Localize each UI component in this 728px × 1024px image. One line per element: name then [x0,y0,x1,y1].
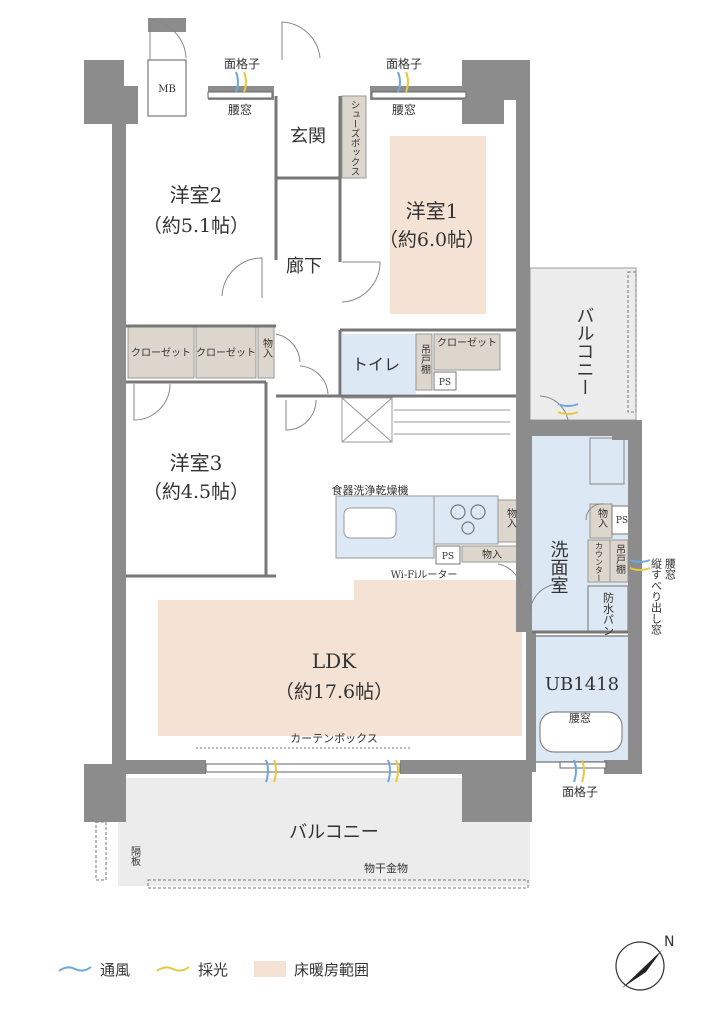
room-bath: UB1418 [545,674,619,695]
room-toilet: トイレ [352,355,400,374]
washbasin [589,437,625,485]
stove-burner [470,504,486,520]
room-balcony-main: バルコニー [289,822,379,843]
clothes-dryer-label: 物干金物 [364,861,408,875]
room-ldk-size: （約17.6帖） [275,681,393,703]
ventilation-swatch-icon [58,966,92,972]
mb-box [147,59,187,117]
waterproof-pan-label: 防水パン [602,591,615,636]
room-entrance: 玄関 [290,126,326,147]
hanging-shelf-toilet-label: 吊戸棚 [419,344,431,375]
legend-ventilation-label: 通風 [100,960,131,979]
grille-left-label: 面格子 [224,56,260,71]
counter-label: カウンター [595,542,604,582]
wifi-router-label: Wi-Fiルーター [391,569,458,581]
legend-ventilation: 通風 [58,959,130,980]
ps-kitchen-box [435,545,461,565]
legend-daylight: 採光 [156,959,228,980]
hanging-shelf-wash-label: 吊戸棚 [614,544,626,575]
waist-window-right-label: 腰窓 [392,102,416,117]
stove-burner [450,504,466,520]
partitions [126,96,628,634]
room-balcony-side: バルコニー [574,306,595,396]
legend-daylight-label: 採光 [198,960,229,979]
room-hallway: 廊下 [286,256,322,277]
room-western2-name: 洋室2 [170,183,223,207]
airflow-markers [235,71,651,783]
balcony-rail [147,879,529,889]
bathtub [539,711,623,753]
legend: 通風 採光 床暖房範囲 [58,954,395,984]
room-western1-size: （約6.0帖） [379,229,485,251]
room-western3-name: 洋室3 [170,451,223,475]
balcony-side-area [529,267,637,421]
counter [587,539,611,583]
floor-heating-ldk [158,580,522,736]
room-western2-size: （約5.1帖） [143,215,249,237]
ps-kitchen-label: PS [442,552,454,562]
dishwasher-label: 食器洗浄乾燥機 [332,483,409,497]
curtain-box-label: カーテンボックス [290,732,378,745]
ps-toilet-box [433,371,457,391]
room-washroom: 洗面室 [548,540,569,594]
compass-circle [615,941,665,991]
toilet-area [342,334,416,394]
storage-kitchen2-label: 物入 [482,548,502,561]
stove-burner [461,521,475,535]
room-ldk-name: LDK [312,649,357,673]
waist-window-left-label: 腰窓 [228,102,252,117]
compass: N [615,934,674,991]
storage-kitchen-label: 物入 [505,507,517,528]
legend-floor-heating-label: 床暖房範囲 [294,960,370,979]
closet-b-label: クローゼット [196,347,256,359]
kitchen-back [433,495,499,545]
storage-wash-label: 物入 [596,507,608,528]
partition-label: 隔板 [129,846,141,867]
window-right-2-label: 縦すべり出し窓 [650,558,663,635]
closet-c [433,333,501,371]
room-western1-name: 洋室1 [406,199,459,223]
balcony-side-rail [627,271,637,413]
waist-window-bath-label: 腰窓 [569,711,591,725]
room-western3-size: （約4.5帖） [143,481,249,503]
balcony-main-area [118,778,530,886]
grille-bath-label: 面格子 [562,784,598,799]
door-swings [133,19,605,613]
closet-a [127,325,195,379]
north-label: N [664,934,674,950]
ps-wash-label: PS [616,516,628,526]
closet-a-label: クローゼット [131,347,191,359]
ps-toilet-label: PS [439,378,451,388]
legend-floor-heating: 床暖房範囲 [254,959,369,980]
closet-b [195,325,257,379]
window-right-1-label: 腰窓 [664,558,677,580]
sink [343,507,397,539]
shoe-box [341,95,367,179]
shoe-box-label: シューズボックス [349,100,361,176]
void-area [341,397,510,443]
floor-heating-western1 [390,136,486,314]
grille-right-label: 面格子 [386,56,422,71]
partition-board [95,821,107,881]
floor-heating-swatch [254,961,287,977]
daylight-swatch-icon [156,966,190,972]
closet-c-label: クローゼット [437,337,497,349]
storage-hall-label: 物入 [261,337,273,358]
mb-label: MB [158,84,176,95]
hanging-shelf-toilet [415,333,433,391]
compass-needle-icon [622,950,662,988]
